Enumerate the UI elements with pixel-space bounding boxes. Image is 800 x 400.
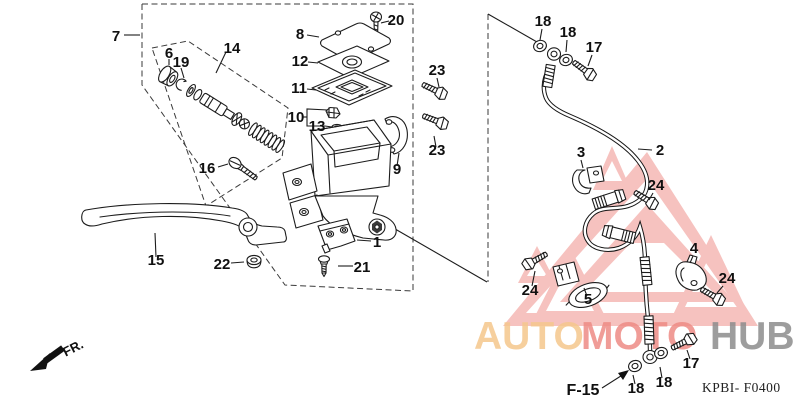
part-label-18a: 18 [535,13,552,30]
part-label-2: 2 [656,142,664,159]
hose-clamp-5-drawing [552,261,610,308]
hose-clamp-3-drawing [572,165,605,195]
part-label-14: 14 [224,40,241,57]
hose-top-sleeve-drawing [542,63,556,89]
front-direction-marker: FR. [30,337,86,371]
part-label-24c: 24 [522,282,539,299]
master-cylinder-group-box [141,3,414,292]
hose-protector-lower-drawing [643,315,655,345]
hose-top-eye-drawing [546,47,562,61]
part-label-18d: 18 [656,374,673,391]
footer-codes: F-15 KPBI- F0400 [567,370,781,399]
hose-box-leader-top [487,13,538,43]
piston-kit-group-box [151,40,289,207]
part-label-3: 3 [577,144,585,161]
hose-bracket-4-drawing [675,254,707,291]
part-label-22: 22 [214,256,231,273]
banjo-bolt-top-drawing [568,56,599,84]
triangle-big-icon [503,152,758,326]
figure-code-arrow-line [601,373,625,389]
part-label-18b: 18 [560,24,577,41]
triangle-small-left-icon [518,246,556,283]
bracket-bolt-drawing [317,255,331,278]
part-label-12: 12 [292,53,309,70]
brake-hose-assembly-art [520,38,728,374]
watermark-word-hub: HUB [710,315,795,358]
part-label-7: 7 [112,28,120,45]
part-label-5: 5 [584,291,592,308]
hose-box-leader-bottom [382,221,488,283]
part-label-23a: 23 [429,62,446,79]
lever-pivot-screw-drawing [228,156,258,181]
assembly-outline-boxes [141,3,538,292]
hose-bottom-eye-drawing [642,349,658,365]
lever-bracket-drawing [317,218,356,254]
watermark-wordmark: AUTO MOTO HUB [474,315,795,358]
cap-plate-drawing [317,45,390,79]
catalog-code: KPBI- F0400 [702,380,781,395]
pivot-nut-drawing [246,254,262,269]
fr-arrow-icon [30,353,50,371]
part-label-1: 1 [373,234,381,251]
part-label-23b: 23 [429,142,446,159]
hose-protector-upper-drawing [639,256,653,286]
part-number-labels: 7 14 6 19 8 20 12 11 10 13 9 23 23 16 15… [112,12,736,397]
triangle-medium-right-icon [672,235,750,317]
part-label-24b: 24 [719,270,736,287]
watermark-word-auto: AUTO [474,315,584,358]
joint-nut-drawing [325,106,341,119]
piston-kit-drawing [158,65,286,154]
part-label-19: 19 [173,54,190,71]
mount-bolt-23a-drawing [419,78,450,102]
spring-drawing [248,122,286,154]
figure-code-arrowhead-icon [618,370,629,380]
part-label-13: 13 [309,118,326,135]
mount-bolt-23b-drawing [419,109,451,132]
part-label-6: 6 [165,45,173,62]
diaphragm-drawing [311,69,393,106]
brake-lever-drawing [81,203,287,246]
part-label-9: 9 [393,161,401,178]
part-label-4: 4 [690,240,699,257]
part-label-15: 15 [148,252,165,269]
part-label-10: 10 [288,109,305,126]
master-cylinder-assembly-art [81,11,451,278]
part-label-18c: 18 [628,380,645,397]
figure-code: F-15 [567,382,600,399]
part-label-21: 21 [354,259,371,276]
part-label-16: 16 [199,160,216,177]
part-label-17a: 17 [586,39,603,56]
part-label-8: 8 [296,26,304,43]
reservoir-cap-drawing [319,22,392,62]
part-label-17b: 17 [683,355,700,372]
watermark-word-moto: MOTO [581,315,697,358]
master-cylinder-body-drawing [282,119,397,241]
hose-fitting-upper-drawing [591,189,627,211]
part-label-11: 11 [291,80,307,97]
triangle-medium-left-icon [532,247,608,322]
fr-label: FR. [60,337,85,360]
sealing-washer-18c-drawing [626,358,644,374]
leader-lines [124,20,724,385]
hose-fitting-lower-drawing [601,224,637,244]
part-label-24a: 24 [648,177,665,194]
part-label-20: 20 [388,12,405,29]
